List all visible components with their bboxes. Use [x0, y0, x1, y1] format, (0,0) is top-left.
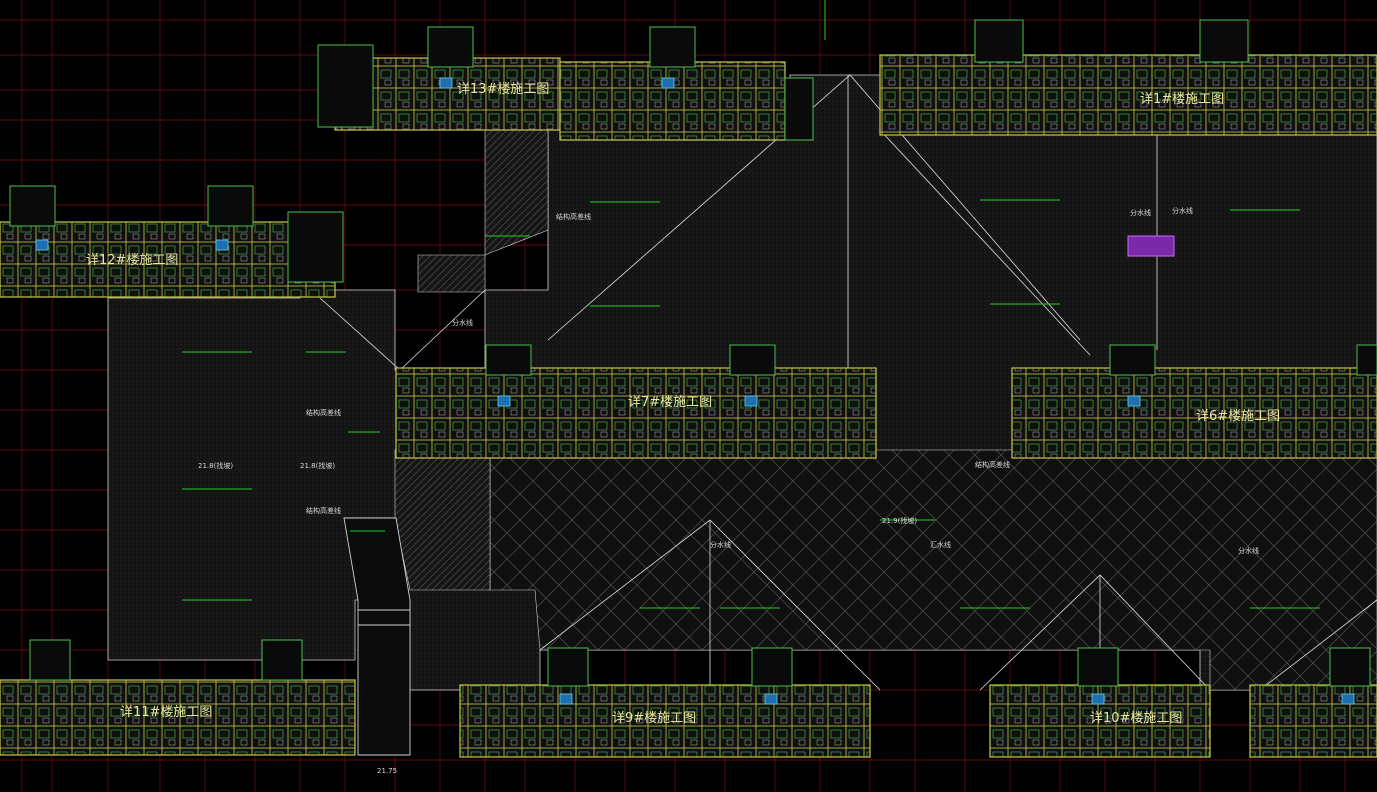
building-10-east — [1249, 684, 1377, 758]
entry-ramp — [343, 517, 411, 756]
building-6 — [1011, 367, 1377, 459]
building-7 — [395, 367, 877, 459]
note-ridge-3: 分水线 — [710, 541, 731, 549]
annotation-ticks — [182, 0, 1320, 609]
equipment-highlight — [1127, 235, 1175, 257]
note-level-line-2: 结构高差线 — [306, 409, 341, 417]
building-9 — [459, 684, 871, 758]
note-ridge-4: 分水线 — [1238, 547, 1259, 555]
label-building-11: 详11#楼施工图 — [120, 705, 213, 720]
label-building-13: 详13#楼施工图 — [457, 82, 550, 97]
elevation-label-4: 21.9(找坡) — [882, 517, 918, 525]
note-level-line-3: 结构高差线 — [306, 507, 341, 515]
note-ridge-1: 分水线 — [1172, 207, 1193, 215]
building-footprints — [0, 54, 1377, 758]
label-building-9: 详9#楼施工图 — [612, 711, 697, 726]
elevation-label-2: 21.8(找坡) — [198, 462, 234, 470]
note-ridge-2: 分水线 — [452, 319, 473, 327]
elevation-label-3: 21.8(找坡) — [300, 462, 336, 470]
stair-cores — [9, 19, 1377, 687]
ramp-hatch-2 — [417, 254, 486, 293]
label-building-7: 详7#楼施工图 — [628, 395, 713, 410]
building-12 — [0, 221, 336, 298]
label-building-10: 详10#楼施工图 — [1090, 711, 1183, 726]
building-1 — [879, 54, 1377, 136]
label-building-1: 详1#楼施工图 — [1140, 92, 1225, 107]
label-building-6: 详6#楼施工图 — [1196, 409, 1281, 424]
ramp-hatch-3 — [394, 449, 491, 591]
building-13-east — [559, 61, 786, 141]
label-building-12: 详12#楼施工图 — [86, 253, 179, 268]
lift-symbols — [35, 77, 1355, 705]
note-level-line-1: 结构高差线 — [556, 213, 591, 221]
cross-hatch-zone — [489, 449, 1377, 691]
note-valley: 汇水线 — [930, 541, 951, 549]
building-11 — [0, 679, 356, 756]
note-ridge-5: 分水线 — [1130, 209, 1151, 217]
note-level-line-4: 结构高差线 — [975, 461, 1010, 469]
elevation-label-1: 21.75 — [377, 767, 398, 775]
